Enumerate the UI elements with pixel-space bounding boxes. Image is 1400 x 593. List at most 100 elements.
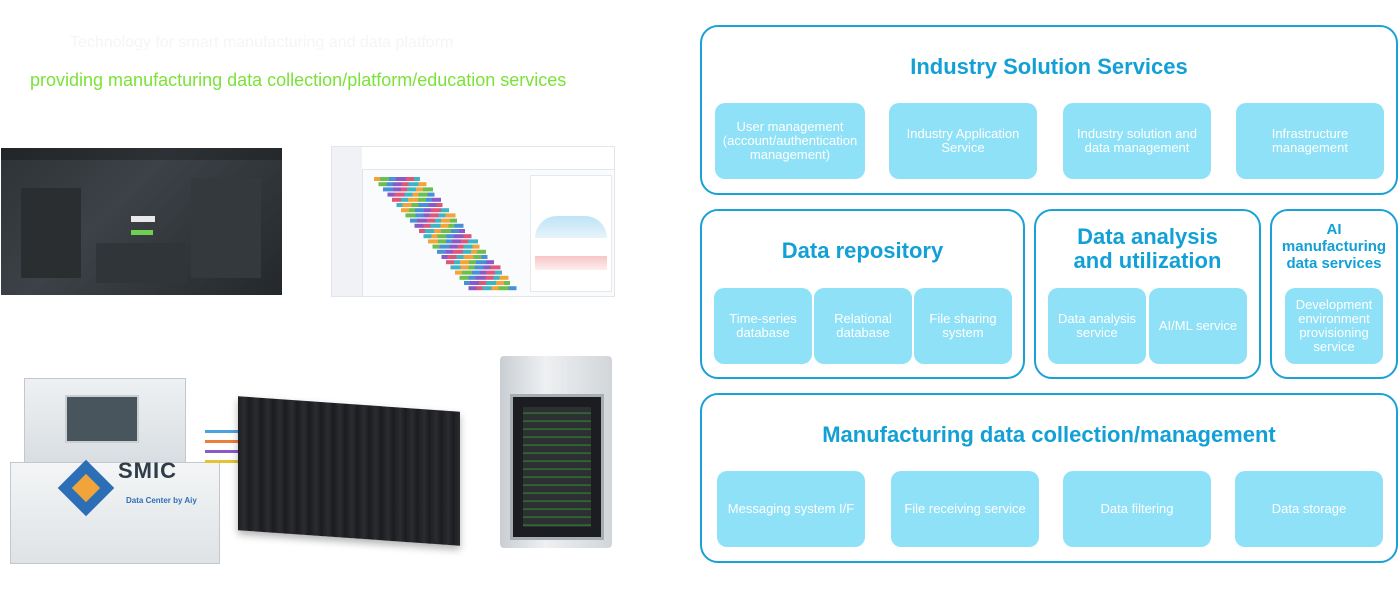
gantt-bar: [446, 249, 453, 254]
gantt-bar: [402, 203, 412, 207]
gantt-bar: [392, 197, 401, 202]
gantt-bar: [472, 270, 480, 275]
gantt-bar: [481, 255, 488, 259]
gantt-bar: [424, 208, 431, 213]
gantt-bar: [383, 187, 393, 192]
website-logo-mark: [131, 216, 155, 222]
gantt-bar: [476, 260, 486, 265]
gantt-bar: [453, 249, 463, 254]
gantt-bar: [401, 208, 409, 213]
data-storage-tile: Data storage: [1235, 471, 1383, 547]
gantt-bar: [415, 213, 424, 218]
gantt-bar: [450, 265, 461, 270]
gantt-bar: [436, 203, 443, 207]
relational-database-tile: Relational database: [814, 288, 912, 364]
gantt-bar: [440, 223, 449, 228]
gantt-bar: [486, 281, 496, 285]
gantt-bar: [426, 197, 432, 202]
gantt-bar: [438, 239, 446, 244]
gantt-bar: [431, 234, 438, 239]
gantt-bar: [408, 197, 418, 202]
network-cable: [205, 440, 245, 443]
gantt-bar: [441, 218, 450, 223]
gantt-bar: [401, 187, 407, 192]
gantt-bar: [454, 223, 464, 228]
gantt-chart: [374, 177, 517, 291]
network-cable: [205, 450, 245, 453]
container-lower-module: [10, 462, 220, 564]
gantt-bar: [378, 182, 387, 187]
time-series-database-tile: Time-series database: [714, 288, 812, 364]
gantt-bar: [462, 270, 472, 275]
gantt-bar: [485, 275, 494, 280]
gantt-bar: [423, 213, 430, 218]
network-cable: [205, 430, 245, 433]
area-chart-shape: [535, 216, 607, 238]
gantt-bar: [470, 281, 479, 285]
industry-solution-data-management-tile: Industry solution and data management: [1063, 103, 1211, 179]
gantt-bar: [418, 203, 429, 207]
gantt-bar: [475, 275, 486, 280]
gantt-bar: [410, 218, 417, 223]
website-screenshot: [1, 148, 282, 295]
gantt-bar: [430, 223, 441, 228]
gantt-bar: [387, 192, 395, 197]
gantt-bar: [473, 255, 482, 259]
gantt-bar: [483, 265, 491, 270]
area-chart-shape: [535, 256, 607, 270]
gantt-bar: [491, 286, 499, 291]
gantt-bar: [423, 223, 431, 228]
gantt-bar: [418, 192, 428, 197]
gantt-bar: [496, 281, 504, 285]
gantt-bar: [474, 265, 484, 270]
gantt-bar: [457, 244, 464, 249]
gantt-bar: [411, 203, 419, 207]
gantt-bar: [423, 187, 433, 192]
gantt-bar: [490, 265, 501, 270]
data-analysis-utilization-title: Data analysis and utilization: [1073, 224, 1222, 273]
gantt-bar: [451, 229, 459, 233]
gantt-bar: [427, 192, 435, 197]
gantt-bar: [418, 197, 426, 202]
data-analysis-service-tile: Data analysis service: [1048, 288, 1146, 364]
gantt-bar: [425, 229, 434, 233]
gantt-bar: [499, 275, 509, 280]
gantt-bar: [394, 192, 405, 197]
gantt-bar: [463, 249, 471, 254]
gantt-bar: [407, 187, 416, 192]
building-shape: [21, 188, 81, 278]
gantt-bar: [380, 177, 389, 181]
gantt-bar: [446, 260, 454, 265]
industry-application-service-tile: Industry Application Service: [889, 103, 1037, 179]
gantt-bar: [460, 265, 469, 270]
gantt-bar: [508, 286, 517, 291]
network-cable: [205, 460, 245, 463]
industry-solution-services-title: Industry Solution Services: [910, 54, 1188, 79]
gantt-bar: [441, 229, 451, 233]
gantt-dashboard-screenshot: [331, 146, 615, 297]
gantt-bar: [464, 281, 470, 285]
gantt-bar: [468, 265, 475, 270]
server-cabinet-image: [500, 356, 612, 548]
gantt-bar: [416, 187, 423, 192]
gantt-bar: [446, 239, 452, 244]
website-nav-bar: [1, 148, 282, 160]
gantt-bar: [396, 177, 406, 181]
gantt-bar: [493, 275, 500, 280]
gantt-bar: [435, 218, 441, 223]
gantt-bar: [414, 223, 424, 228]
container-data-center-image: SMIC Data Center by Aiy: [10, 378, 220, 568]
website-cta-mark: [131, 230, 153, 235]
container-brand-text: SMIC: [118, 458, 177, 483]
dashboard-filter-bar: [362, 147, 614, 170]
gantt-bar: [459, 275, 469, 280]
gantt-bar: [405, 213, 416, 218]
file-receiving-service-tile: File receiving service: [891, 471, 1039, 547]
gantt-bar: [468, 239, 478, 244]
gantt-bar: [438, 213, 446, 218]
gantt-bar: [418, 182, 427, 187]
gantt-bar: [461, 239, 468, 244]
gantt-bar: [414, 177, 420, 181]
data-analysis-utilization-box: Data analysis and utilization Data analy…: [1034, 209, 1261, 379]
gantt-bar: [453, 234, 464, 239]
